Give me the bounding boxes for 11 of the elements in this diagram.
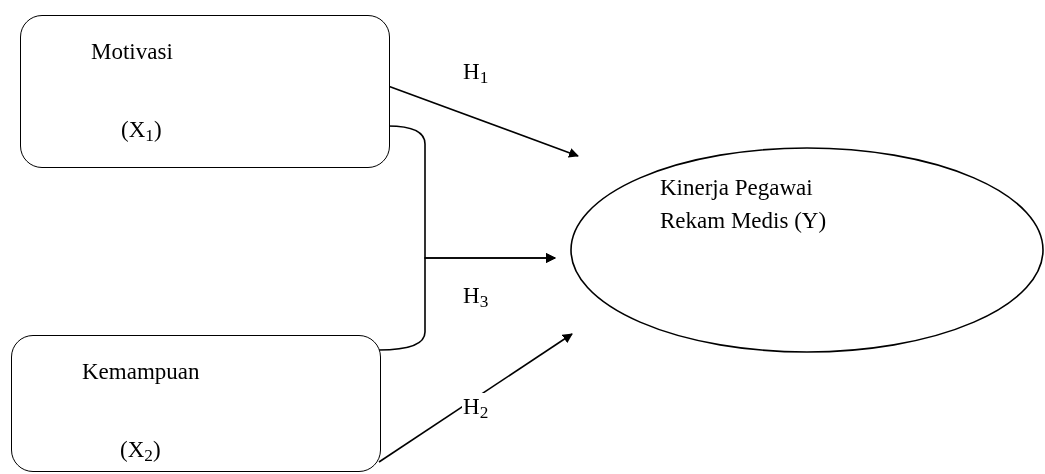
node-text: Kinerja Pegawai Rekam Medis (Y) bbox=[660, 174, 828, 235]
node-text: Motivasi bbox=[91, 38, 174, 66]
node-text: (X$_{1}$) bbox=[121, 116, 163, 144]
arrow bbox=[378, 333, 573, 463]
edge-label: H$_{2}$ bbox=[462, 393, 490, 421]
rounded-box bbox=[11, 335, 381, 472]
rounded-box bbox=[20, 15, 390, 168]
arrow bbox=[378, 253, 556, 351]
ellipse-node bbox=[570, 147, 1044, 353]
node-text: Kemampuan bbox=[82, 358, 201, 386]
node-text: (X$_{2}$) bbox=[120, 436, 162, 464]
